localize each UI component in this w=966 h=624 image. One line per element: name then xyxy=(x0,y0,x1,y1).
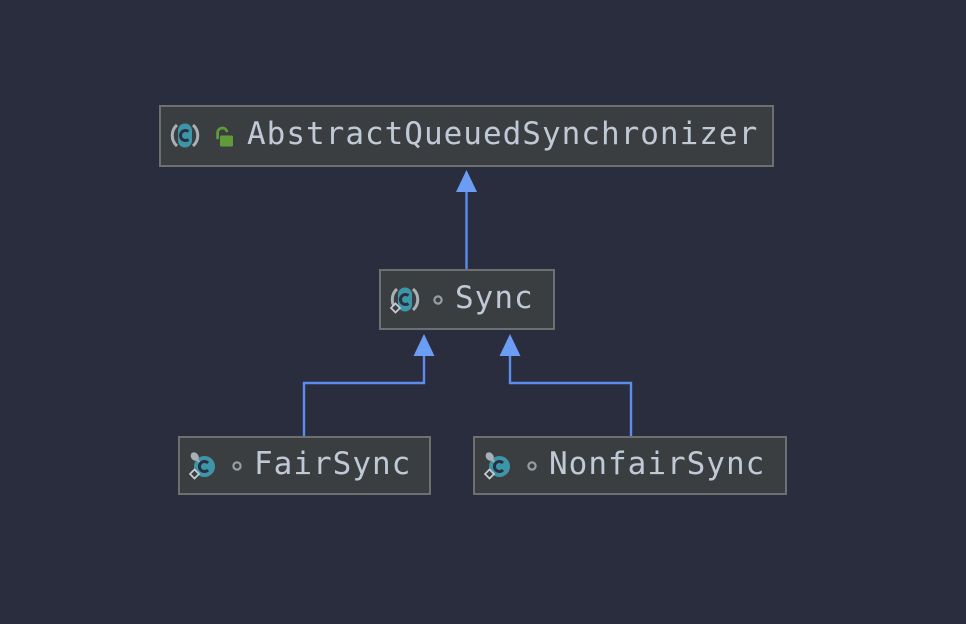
class-node-sync[interactable]: Sync xyxy=(379,269,555,330)
inheritance-edge-sync-to-aqs[interactable] xyxy=(456,170,477,269)
class-node-nonfairsync[interactable]: NonfairSync xyxy=(473,436,787,495)
final-static-class-icon xyxy=(483,450,515,482)
package-private-circle-icon xyxy=(432,294,444,306)
package-private-circle-icon xyxy=(526,460,538,472)
class-name-label: NonfairSync xyxy=(549,445,766,482)
class-node-abstractqueuedsynchronizer[interactable]: AbstractQueuedSynchronizer xyxy=(159,105,774,167)
abstract-class-icon xyxy=(169,120,201,152)
inheritance-edge-fairsync-to-sync[interactable] xyxy=(302,334,435,436)
class-name-label: FairSync xyxy=(254,445,412,482)
package-private-circle-icon xyxy=(231,460,243,472)
abstract-static-class-icon xyxy=(389,284,421,316)
final-static-class-icon xyxy=(188,450,220,482)
inheritance-edge-nonfairsync-to-sync[interactable] xyxy=(499,334,633,436)
public-open-lock-icon xyxy=(212,123,236,149)
class-name-label: AbstractQueuedSynchronizer xyxy=(247,116,759,152)
class-name-label: Sync xyxy=(455,279,534,316)
class-node-fairsync[interactable]: FairSync xyxy=(178,436,431,495)
